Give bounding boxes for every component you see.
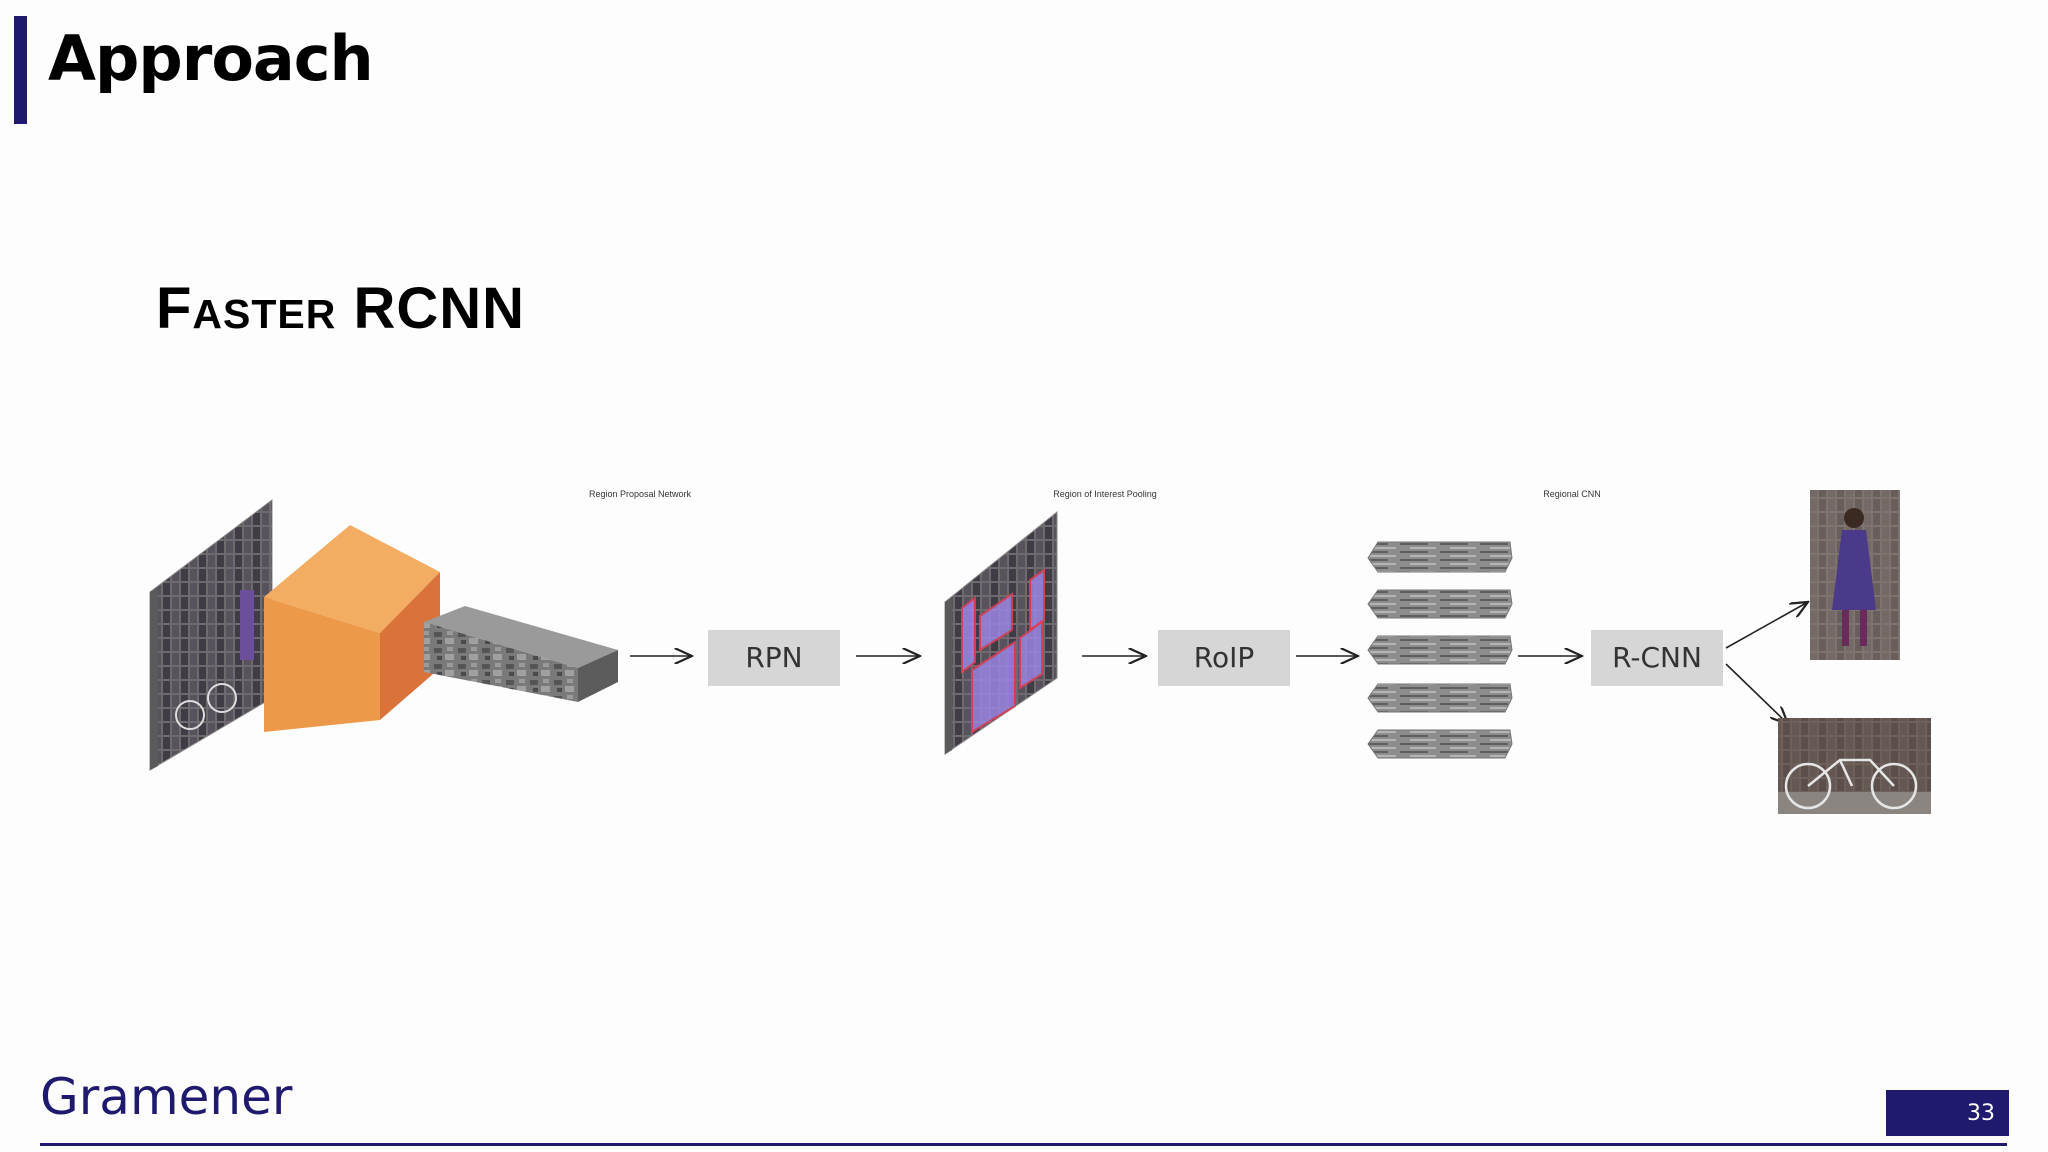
- stage-label-roip: Region of Interest Pooling: [1053, 489, 1157, 499]
- slide-title: Approach: [48, 22, 374, 95]
- rcnn-label: R-CNN: [1612, 641, 1702, 674]
- output-person-image: [1810, 490, 1900, 660]
- output-bicycle-image: [1778, 718, 1931, 814]
- stage-label-rcnn: Regional CNN: [1543, 489, 1601, 499]
- brand-logo: Gramener: [40, 1068, 293, 1126]
- footer-divider: [40, 1143, 2007, 1146]
- roip-label: RoIP: [1194, 641, 1254, 674]
- arrow-to-person: [1725, 602, 1808, 649]
- stage-label-rpn: Region Proposal Network: [589, 489, 692, 499]
- arrow-to-bicycle: [1725, 663, 1788, 724]
- cnn-cube: [264, 525, 440, 732]
- section-subtitle: Faster RCNN: [156, 276, 526, 341]
- rpn-label: RPN: [745, 641, 802, 674]
- feature-map: [424, 606, 618, 702]
- proposals-image-panel: [944, 510, 1058, 755]
- pooled-features: [1367, 541, 1513, 759]
- page-number: 33: [1886, 1090, 2009, 1136]
- title-accent-bar: [14, 16, 27, 124]
- roip-box: RoIP: [1158, 630, 1290, 686]
- rcnn-box: R-CNN: [1591, 630, 1723, 686]
- faster-rcnn-diagram: Region Proposal Network Region of Intere…: [149, 489, 1931, 814]
- input-image-panel: [149, 498, 273, 771]
- rpn-box: RPN: [708, 630, 840, 686]
